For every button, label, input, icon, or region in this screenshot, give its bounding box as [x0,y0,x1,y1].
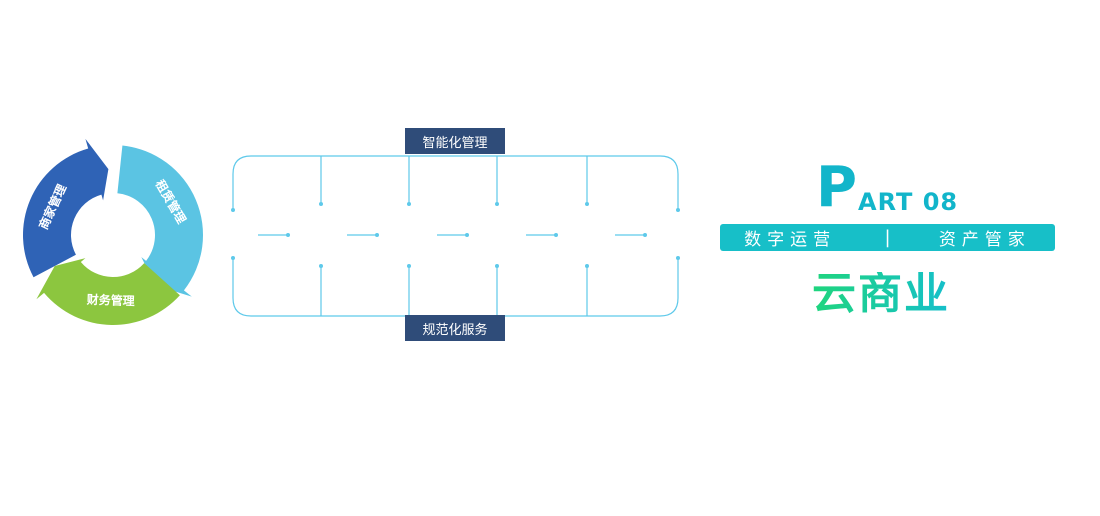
top-bracket [232,155,679,210]
connector-dot [676,208,680,212]
connector-dot [554,233,558,237]
banner-separator: | [884,227,891,248]
connector-dot [231,256,235,260]
connector-dot [643,233,647,237]
connector-dot [676,256,680,260]
cycle-segment [117,145,204,297]
banner-left-text: 数字运营 [744,230,837,250]
connector-dot [231,208,235,212]
cycle-segment-label: 财务管理 [85,292,135,309]
connector-dot [375,233,379,237]
connector-dot [585,264,589,268]
connector-dot [286,233,290,237]
connector-dot [585,202,589,206]
top-label: 智能化管理 [405,128,505,154]
connector-dot [407,202,411,206]
bottom-label: 规范化服务 [405,315,505,341]
connector-dot [407,264,411,268]
connector-dot [495,264,499,268]
connector-dot [319,202,323,206]
subtitle-banner: 数字运营 | 资产管家 [720,224,1055,251]
connector-dot [319,264,323,268]
main-title: 云商业 [812,268,950,319]
bottom-bracket [232,258,679,317]
banner-right-text: 资产管家 [938,230,1031,250]
connector-dot [465,233,469,237]
part-letter: P [816,155,858,220]
part-number: ART 08 [858,188,959,216]
connector-dot [495,202,499,206]
cycle-segment [22,138,109,278]
cycle-segment [36,258,180,325]
